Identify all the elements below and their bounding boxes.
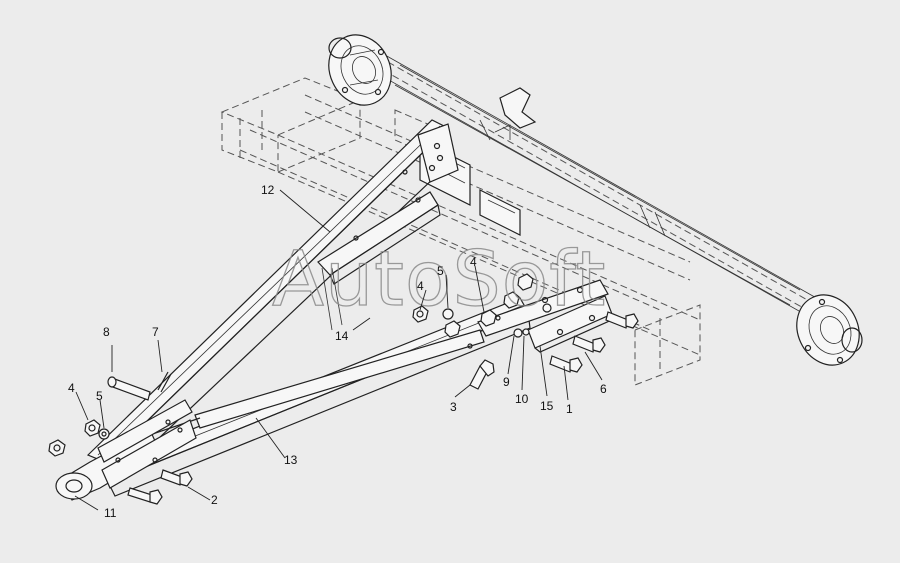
right-wheel-hub (796, 294, 863, 366)
callout-3: 3 (450, 400, 457, 414)
callout-4-center: 4 (417, 279, 424, 293)
leader-lines (74, 189, 603, 511)
bolt-15 (572, 335, 606, 353)
left-wheel-hub (328, 34, 392, 106)
callout-1: 1 (566, 402, 573, 416)
callout-10: 10 (515, 392, 529, 406)
callout-4-left: 4 (68, 381, 75, 395)
callout-13: 13 (284, 453, 298, 467)
nut-center-upper (412, 305, 461, 338)
callout-5-left: 5 (96, 389, 103, 403)
hitch-tongue (55, 399, 197, 501)
callout-9: 9 (503, 375, 510, 389)
bolt-2 (160, 469, 193, 487)
watermark: AutoSoft (272, 234, 606, 323)
callout-4-right: 4 (470, 255, 477, 269)
nut-left (84, 419, 110, 440)
bolt-1 (549, 355, 583, 373)
axle-bracket (494, 87, 537, 140)
callout-2: 2 (211, 493, 218, 507)
callout-5-center: 5 (437, 264, 444, 278)
axle-tube (379, 54, 821, 321)
callout-12: 12 (261, 183, 275, 197)
cross-brace (317, 191, 441, 331)
bolt-3 (469, 359, 495, 390)
callout-14: 14 (335, 329, 349, 343)
nut-tongue (48, 439, 66, 457)
callout-11: 11 (104, 506, 117, 520)
pin (107, 376, 151, 401)
washers (513, 303, 552, 338)
cotter-pin (157, 371, 172, 393)
callout-6: 6 (600, 382, 607, 396)
bolt-lower-left (127, 487, 163, 505)
ghost-frame (220, 77, 701, 386)
callouts: 12 7 8 4 5 2 11 13 14 4 5 3 4 9 10 15 1 … (68, 183, 607, 520)
callout-7: 7 (152, 325, 159, 339)
callout-15: 15 (540, 399, 554, 413)
bolt-6 (605, 311, 639, 329)
callout-8: 8 (103, 325, 110, 339)
fasteners (48, 273, 639, 505)
nut-center-right (480, 273, 534, 327)
